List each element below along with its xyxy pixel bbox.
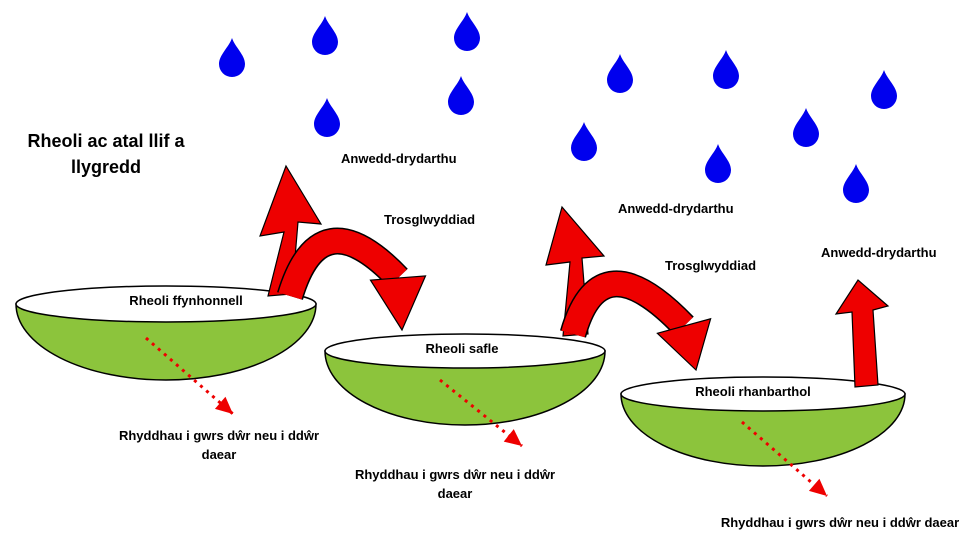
raindrop-icon [607,54,633,93]
discharge-arrow-2-head [504,429,522,446]
basin-label-site-control: Rheoli safle [426,341,499,356]
transfer-label-1: Trosglwyddiad [384,212,475,227]
transfer-arrow-2-head [657,319,710,370]
discharge-label-2: Rhyddhau i gwrs dŵr neu i ddŵr daear [340,465,570,503]
raindrop-icon [448,76,474,115]
raindrop-icon [571,122,597,161]
evaporation-label-1: Anwedd-drydarthu [341,151,457,166]
evaporation-label-2: Anwedd-drydarthu [618,201,734,216]
raindrop-icon [312,16,338,55]
basin-label-regional-control: Rheoli rhanbarthol [695,384,811,399]
raindrop-icon [314,98,340,137]
raindrop-icon [871,70,897,109]
discharge-arrow-3-head [809,479,827,496]
evaporation-label-3: Anwedd-drydarthu [821,245,937,260]
diagram-title: Rheoli ac atal llif a llygredd [6,128,206,180]
transfer-label-2: Trosglwyddiad [665,258,756,273]
raindrop-icon [705,144,731,183]
raindrop-icon [843,164,869,203]
discharge-label-3: Rhyddhau i gwrs dŵr neu i ddŵr daear [720,513,960,532]
discharge-label-1: Rhyddhau i gwrs dŵr neu i ddŵr daear [104,426,334,464]
raindrop-icon [219,38,245,77]
transfer-arrow-1-head [370,276,425,330]
raindrop-icon [713,50,739,89]
raindrop-icon [454,12,480,51]
raindrop-icon [793,108,819,147]
basin-label-source-control: Rheoli ffynhonnell [129,293,242,308]
discharge-arrow-1-head [215,397,233,414]
evaporation-arrow-3 [836,280,888,387]
